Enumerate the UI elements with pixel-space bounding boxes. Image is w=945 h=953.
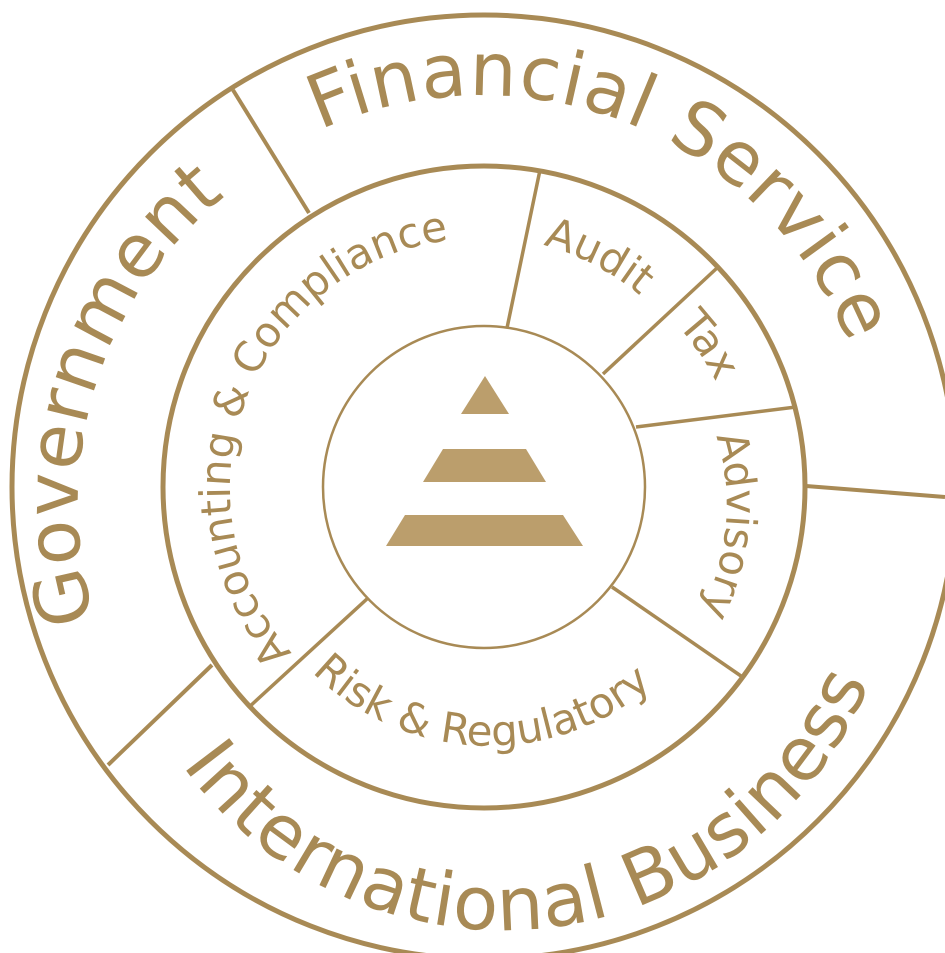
pyramid-bottom — [386, 515, 583, 546]
outer-ring — [9, 12, 945, 953]
pyramid-logo — [386, 376, 583, 546]
divider-accounting-audit — [505, 169, 542, 329]
label-tax: Tax — [669, 299, 750, 387]
label-risk-regulatory: Risk & Regulatory — [305, 643, 659, 756]
divider-gov-financial — [231, 88, 311, 215]
label-accounting-compliance: Accounting & Compliance — [191, 201, 451, 677]
pyramid-middle — [423, 449, 546, 482]
label-audit: Audit — [540, 208, 664, 304]
divider-tax-advisory — [635, 405, 797, 429]
divider-financial-international — [805, 484, 945, 499]
center-circle — [321, 324, 647, 650]
label-international-business: International Business — [168, 654, 887, 949]
middle-ring — [160, 163, 808, 811]
divider-advisory-risk — [611, 585, 742, 678]
label-advisory: Advisory — [692, 426, 766, 628]
divider-risk-accounting — [246, 596, 370, 710]
divider-gov-international — [106, 663, 214, 767]
divider-audit-tax — [601, 266, 719, 376]
pyramid-top — [461, 376, 509, 414]
